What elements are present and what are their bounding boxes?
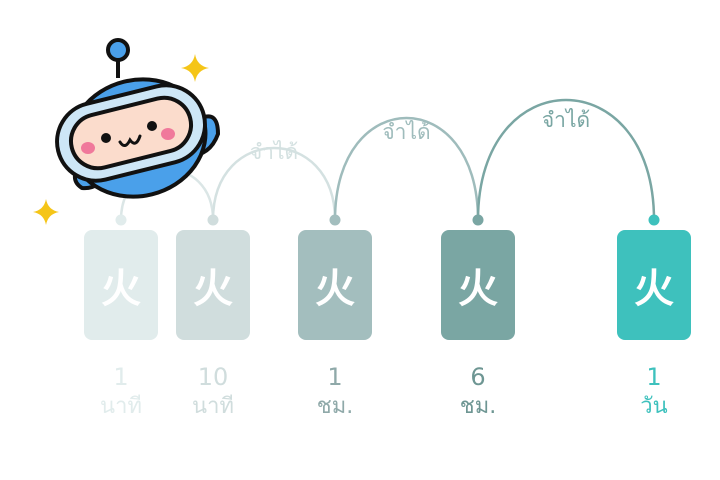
interval-label: 1 ชม.: [290, 362, 380, 422]
arc-anchor-dot: [648, 214, 660, 226]
review-arc: [333, 116, 480, 221]
flashcard: 火: [298, 230, 372, 340]
flashcard: 火: [84, 230, 158, 340]
review-arc: [211, 146, 337, 221]
arc-anchor-dot: [472, 214, 484, 226]
remembered-label: จำได้: [541, 108, 591, 132]
robot-mascot-icon: [55, 38, 221, 199]
interval-number: 1: [327, 363, 343, 391]
interval-number: 6: [470, 363, 486, 391]
star-sparkle-icon: [181, 54, 209, 82]
interval-number: 1: [113, 363, 129, 391]
interval-number: 1: [646, 363, 662, 391]
interval-label: 6 ชม.: [433, 362, 523, 422]
interval-number: 10: [197, 363, 229, 391]
arc-anchor-dot: [115, 214, 127, 226]
flashcard: 火: [176, 230, 250, 340]
interval-unit: นาที: [192, 394, 234, 419]
interval-label: 1 นาที: [76, 362, 166, 422]
flashcard: 火: [617, 230, 691, 340]
arc-anchor-dot: [329, 214, 341, 226]
interval-unit: ชม.: [316, 394, 354, 419]
interval-label: 10 นาที: [168, 362, 258, 422]
flashcard: 火: [441, 230, 515, 340]
remembered-label: จำได้: [382, 120, 431, 144]
interval-unit: วัน: [640, 394, 668, 419]
star-sparkle-icon: [33, 199, 59, 225]
remembered-label: จำได้: [249, 140, 299, 164]
interval-label: 1 วัน: [609, 362, 699, 422]
interval-unit: นาที: [100, 394, 142, 419]
interval-unit: ชม.: [459, 394, 497, 419]
arc-anchor-dot: [207, 214, 219, 226]
review-arc: [476, 98, 656, 221]
